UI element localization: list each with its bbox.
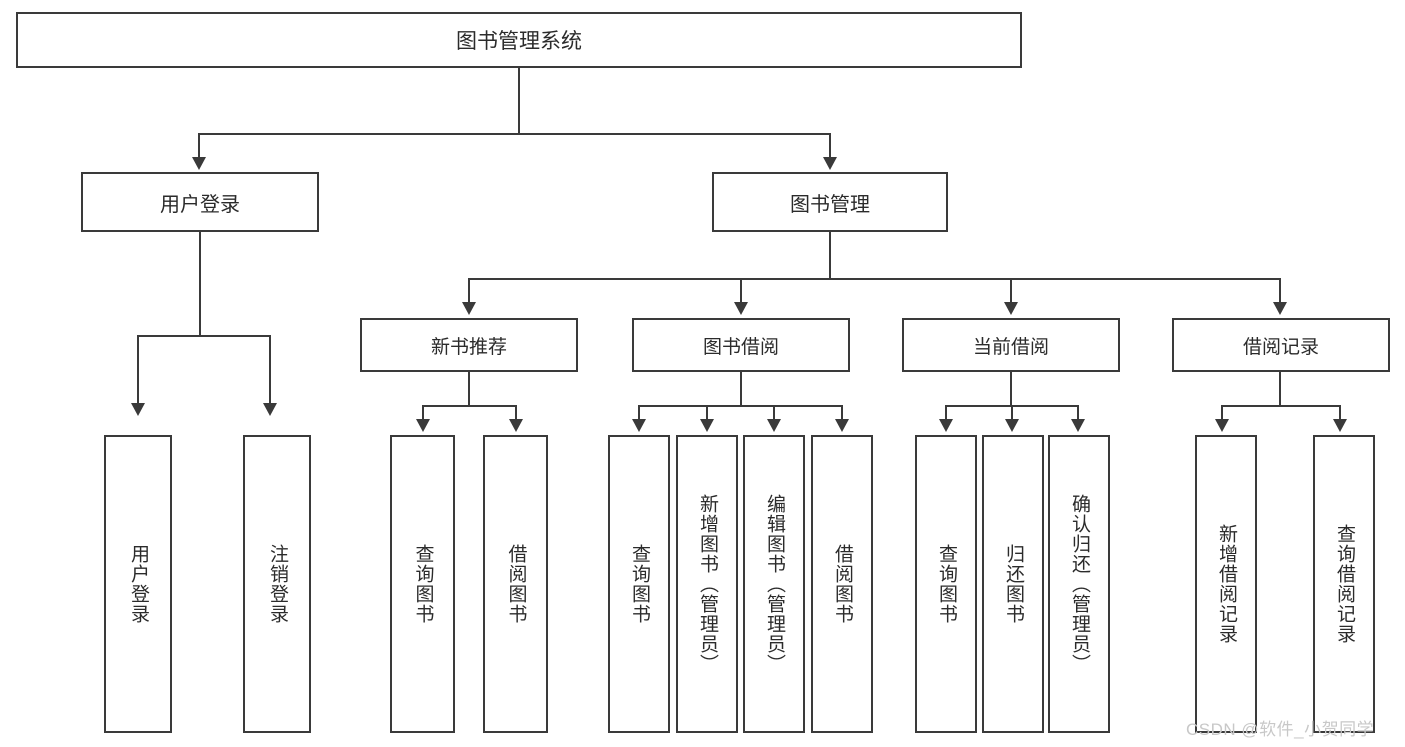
node-book-borrowing-label: 图书借阅 (702, 336, 779, 358)
connector-borrowing-records-child-2 (1339, 405, 1341, 421)
arrow-user-login-child-2 (263, 403, 277, 416)
leaf-query-books-current-label: 查询图书 (936, 544, 958, 624)
leaf-query-books-borrow[interactable]: 查询图书 (608, 435, 670, 733)
leaf-borrow-books[interactable]: 借阅图书 (811, 435, 873, 733)
leaf-edit-book-admin-label: 编辑图书（管理员） (764, 494, 786, 674)
leaf-query-books-recommend[interactable]: 查询图书 (390, 435, 455, 733)
node-new-book-recommendation[interactable]: 新书推荐 (360, 318, 578, 372)
connector-book-borrowing-child-4 (841, 405, 843, 421)
leaf-query-books-recommend-label: 查询图书 (412, 544, 434, 624)
connector-borrowing-records-child-1 (1221, 405, 1223, 421)
leaf-add-book-admin[interactable]: 新增图书（管理员） (676, 435, 738, 733)
leaf-confirm-return-admin[interactable]: 确认归还（管理员） (1048, 435, 1110, 733)
leaf-logout-label: 注销登录 (267, 544, 289, 624)
leaf-edit-book-admin[interactable]: 编辑图书（管理员） (743, 435, 805, 733)
connector-to-book-borrowing (740, 278, 742, 304)
root-node-label: 图书管理系统 (456, 30, 582, 53)
connector-borrowing-records-stem (1279, 372, 1281, 406)
leaf-query-borrow-record-label: 查询借阅记录 (1334, 524, 1356, 644)
leaf-borrow-books-label: 借阅图书 (832, 544, 854, 624)
connector-book-management-stem (829, 232, 831, 279)
node-borrowing-records-label: 借阅记录 (1242, 336, 1319, 358)
node-user-login-label: 用户登录 (160, 193, 240, 216)
root-node-library-management-system[interactable]: 图书管理系统 (16, 12, 1022, 68)
leaf-query-books-current[interactable]: 查询图书 (915, 435, 977, 733)
leaf-add-book-admin-label: 新增图书（管理员） (697, 494, 719, 674)
connector-new-book-child-2 (515, 405, 517, 421)
csdn-watermark: CSDN @软件_小贺同学 (1186, 720, 1375, 739)
connector-to-borrowing-records (1279, 278, 1281, 304)
connector-new-book-stem (468, 372, 470, 406)
connector-current-borrowing-child-3 (1077, 405, 1079, 421)
connector-level1-bus (198, 133, 831, 135)
connector-book-borrowing-child-2 (706, 405, 708, 421)
connector-user-login-stem (199, 232, 201, 336)
arrow-to-book-management (823, 157, 837, 170)
arrow-book-borrowing-child-2 (700, 419, 714, 432)
connector-user-login-child-1 (137, 335, 139, 405)
connector-user-login-bus (137, 335, 270, 337)
connector-book-borrowing-child-1 (638, 405, 640, 421)
arrow-current-borrowing-child-2 (1005, 419, 1019, 432)
node-new-book-recommendation-label: 新书推荐 (430, 336, 507, 358)
arrow-to-new-book-recommendation (462, 302, 476, 315)
leaf-return-books-label: 归还图书 (1003, 544, 1025, 624)
arrow-borrowing-records-child-2 (1333, 419, 1347, 432)
leaf-add-borrow-record[interactable]: 新增借阅记录 (1195, 435, 1257, 733)
node-current-borrowing-label: 当前借阅 (972, 336, 1049, 358)
connector-to-new-book-recommendation (468, 278, 470, 304)
leaf-confirm-return-admin-label: 确认归还（管理员） (1069, 494, 1091, 674)
arrow-book-borrowing-child-1 (632, 419, 646, 432)
connector-borrowing-records-bus (1221, 405, 1341, 407)
arrow-book-borrowing-child-4 (835, 419, 849, 432)
arrow-new-book-child-2 (509, 419, 523, 432)
connector-level2-bus (468, 278, 1281, 280)
arrow-to-current-borrowing (1004, 302, 1018, 315)
arrow-current-borrowing-child-1 (939, 419, 953, 432)
leaf-user-login-label: 用户登录 (128, 544, 150, 624)
node-book-management-label: 图书管理 (790, 193, 870, 216)
arrow-new-book-child-1 (416, 419, 430, 432)
node-borrowing-records[interactable]: 借阅记录 (1172, 318, 1390, 372)
node-user-login[interactable]: 用户登录 (81, 172, 319, 232)
arrow-current-borrowing-child-3 (1071, 419, 1085, 432)
arrow-borrowing-records-child-1 (1215, 419, 1229, 432)
connector-book-borrowing-bus (638, 405, 842, 407)
node-book-borrowing[interactable]: 图书借阅 (632, 318, 850, 372)
connector-new-book-child-1 (422, 405, 424, 421)
connector-book-borrowing-stem (740, 372, 742, 406)
connector-current-borrowing-stem (1010, 372, 1012, 406)
connector-to-user-login (198, 133, 200, 159)
arrow-to-user-login (192, 157, 206, 170)
arrow-user-login-child-1 (131, 403, 145, 416)
leaf-return-books[interactable]: 归还图书 (982, 435, 1044, 733)
leaf-user-login[interactable]: 用户登录 (104, 435, 172, 733)
connector-user-login-child-2 (269, 335, 271, 405)
connector-new-book-bus (422, 405, 517, 407)
connector-to-book-management (829, 133, 831, 159)
node-book-management[interactable]: 图书管理 (712, 172, 948, 232)
connector-current-borrowing-child-1 (945, 405, 947, 421)
arrow-to-book-borrowing (734, 302, 748, 315)
leaf-query-books-borrow-label: 查询图书 (629, 544, 651, 624)
connector-root-stem (518, 68, 520, 134)
arrow-book-borrowing-child-3 (767, 419, 781, 432)
arrow-to-borrowing-records (1273, 302, 1287, 315)
node-current-borrowing[interactable]: 当前借阅 (902, 318, 1120, 372)
connector-book-borrowing-child-3 (773, 405, 775, 421)
leaf-query-borrow-record[interactable]: 查询借阅记录 (1313, 435, 1375, 733)
leaf-logout[interactable]: 注销登录 (243, 435, 311, 733)
leaf-borrow-books-recommend-label: 借阅图书 (505, 544, 527, 624)
connector-to-current-borrowing (1010, 278, 1012, 304)
leaf-borrow-books-recommend[interactable]: 借阅图书 (483, 435, 548, 733)
leaf-add-borrow-record-label: 新增借阅记录 (1216, 524, 1238, 644)
connector-current-borrowing-child-2 (1011, 405, 1013, 421)
